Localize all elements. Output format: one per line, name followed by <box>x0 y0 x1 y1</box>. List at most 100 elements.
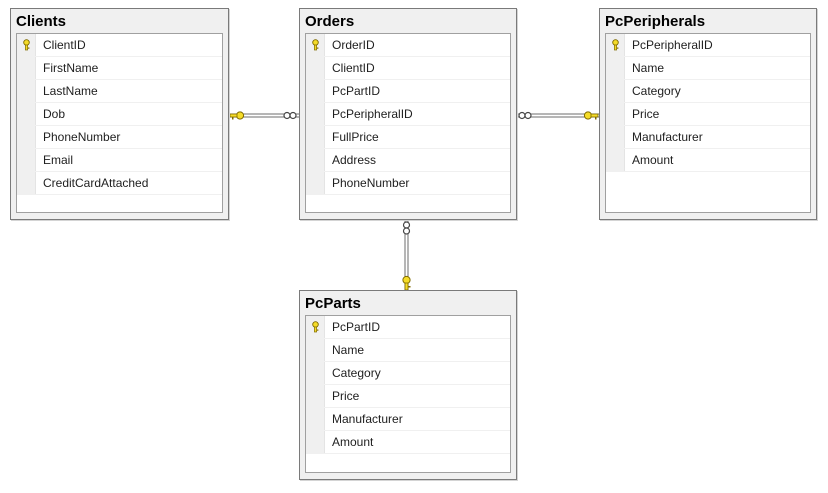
primary-key-icon <box>312 321 319 333</box>
row-selector <box>606 149 625 171</box>
column-row[interactable]: PhoneNumber <box>17 126 222 149</box>
many-end-infinity-icon <box>518 111 532 120</box>
row-selector <box>306 431 325 453</box>
many-end-infinity-icon <box>283 111 297 120</box>
row-selector <box>17 80 36 102</box>
column-name: Email <box>43 153 74 167</box>
column-name: Manufacturer <box>632 130 703 144</box>
column-row[interactable]: ClientID <box>17 34 222 57</box>
one-end-key-icon <box>402 275 411 291</box>
column-name: FullPrice <box>332 130 379 144</box>
column-name: PcPartID <box>332 320 381 334</box>
column-row[interactable]: Price <box>306 385 510 408</box>
column-name: FirstName <box>43 61 99 75</box>
column-name: PhoneNumber <box>332 176 410 190</box>
column-row[interactable]: Name <box>306 339 510 362</box>
row-selector <box>17 126 36 148</box>
column-list: PcPartID Name Category Price Manufacture… <box>305 315 511 473</box>
column-name: PhoneNumber <box>43 130 121 144</box>
row-selector <box>306 339 325 361</box>
primary-key-icon <box>23 39 30 51</box>
row-selector <box>306 57 325 79</box>
relationship-clients-orders[interactable] <box>229 111 299 120</box>
column-row[interactable]: CreditCardAttached <box>17 172 222 195</box>
column-name: ClientID <box>43 38 86 52</box>
relationship-orders-pcperipherals[interactable] <box>517 111 599 120</box>
table-orders[interactable]: Orders OrderID ClientID PcPartID PcPerip… <box>299 8 517 220</box>
column-name: PcPeripheralID <box>632 38 713 52</box>
column-name: Amount <box>632 153 674 167</box>
one-end-key-icon <box>229 111 245 120</box>
column-name: ClientID <box>332 61 375 75</box>
column-row[interactable]: FullPrice <box>306 126 510 149</box>
column-row[interactable]: Email <box>17 149 222 172</box>
row-selector <box>606 103 625 125</box>
column-name: Price <box>332 389 360 403</box>
column-name: PcPeripheralID <box>332 107 413 121</box>
table-title: PcPeripherals <box>605 13 706 30</box>
column-name: Category <box>632 84 681 98</box>
one-end-key-icon <box>583 111 599 120</box>
row-selector <box>17 103 36 125</box>
row-selector <box>306 408 325 430</box>
column-name: PcPartID <box>332 84 381 98</box>
many-end-infinity-icon <box>402 221 411 235</box>
row-selector <box>306 172 325 194</box>
table-title: Orders <box>305 13 355 30</box>
column-list: OrderID ClientID PcPartID PcPeripheralID… <box>305 33 511 213</box>
column-row[interactable]: PcPeripheralID <box>606 34 810 57</box>
relationship-orders-pcparts[interactable] <box>402 220 411 291</box>
column-row[interactable]: Dob <box>17 103 222 126</box>
column-name: Dob <box>43 107 66 121</box>
column-row[interactable]: Manufacturer <box>606 126 810 149</box>
column-row[interactable]: Category <box>306 362 510 385</box>
column-row[interactable]: Amount <box>606 149 810 172</box>
column-row[interactable]: Category <box>606 80 810 103</box>
row-selector <box>17 172 36 194</box>
column-name: Amount <box>332 435 374 449</box>
column-row[interactable]: PcPartID <box>306 80 510 103</box>
table-title: Clients <box>16 13 67 30</box>
column-name: OrderID <box>332 38 375 52</box>
row-selector <box>17 149 36 171</box>
column-name: Category <box>332 366 381 380</box>
row-selector <box>606 34 625 56</box>
column-name: Name <box>632 61 665 75</box>
column-row[interactable]: LastName <box>17 80 222 103</box>
row-selector <box>306 103 325 125</box>
column-row[interactable]: PcPeripheralID <box>306 103 510 126</box>
primary-key-icon <box>312 39 319 51</box>
column-list: ClientID FirstName LastName Dob PhoneNum… <box>16 33 223 213</box>
column-name: Price <box>632 107 660 121</box>
column-row[interactable]: Price <box>606 103 810 126</box>
row-selector <box>306 385 325 407</box>
column-name: Address <box>332 153 377 167</box>
column-row[interactable]: PhoneNumber <box>306 172 510 195</box>
column-row[interactable]: FirstName <box>17 57 222 80</box>
column-row[interactable]: Manufacturer <box>306 408 510 431</box>
column-name: Manufacturer <box>332 412 403 426</box>
table-pcperipherals[interactable]: PcPeripherals PcPeripheralID Name Catego… <box>599 8 817 220</box>
column-row[interactable]: OrderID <box>306 34 510 57</box>
column-row[interactable]: PcPartID <box>306 316 510 339</box>
row-selector <box>306 362 325 384</box>
row-selector <box>606 80 625 102</box>
column-row[interactable]: Address <box>306 149 510 172</box>
row-selector <box>306 80 325 102</box>
table-title: PcParts <box>305 295 361 312</box>
row-selector <box>17 34 36 56</box>
column-name: LastName <box>43 84 98 98</box>
table-pcparts[interactable]: PcParts PcPartID Name Category Price <box>299 290 517 480</box>
row-selector <box>306 316 325 338</box>
row-selector <box>17 57 36 79</box>
column-row[interactable]: Amount <box>306 431 510 454</box>
table-clients[interactable]: Clients ClientID FirstName LastName Dob <box>10 8 229 220</box>
primary-key-icon <box>612 39 619 51</box>
row-selector <box>306 126 325 148</box>
column-row[interactable]: ClientID <box>306 57 510 80</box>
row-selector <box>306 34 325 56</box>
column-name: CreditCardAttached <box>43 176 149 190</box>
column-row[interactable]: Name <box>606 57 810 80</box>
row-selector <box>606 126 625 148</box>
